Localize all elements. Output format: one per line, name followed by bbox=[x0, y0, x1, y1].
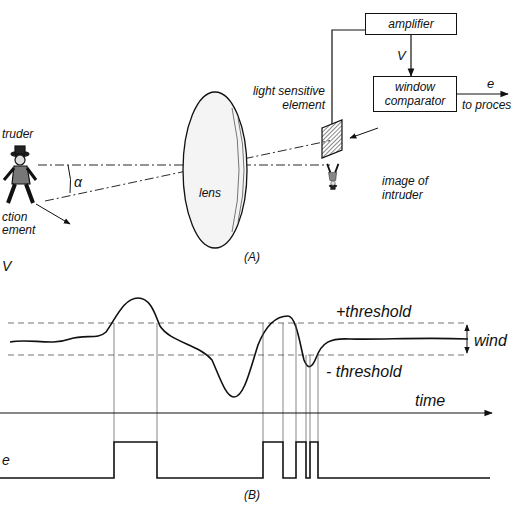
label-text: time bbox=[415, 391, 445, 410]
angle-arc bbox=[68, 165, 71, 193]
label-text: ction bbox=[2, 210, 27, 224]
box-text: window comparator bbox=[380, 80, 450, 108]
label-text: V bbox=[2, 258, 11, 275]
label-text: α bbox=[74, 174, 82, 191]
intruder-image bbox=[327, 164, 338, 190]
label-text: lens bbox=[199, 186, 221, 200]
label-text: ement bbox=[2, 223, 35, 237]
output-arrow bbox=[457, 93, 508, 94]
lens bbox=[183, 92, 247, 248]
label-text: to proces bbox=[462, 98, 511, 112]
pulse-train bbox=[0, 442, 490, 478]
label-text: wind bbox=[474, 331, 507, 350]
movement-arrow bbox=[36, 204, 70, 224]
label-text: e bbox=[2, 452, 10, 469]
process-box: window comparator bbox=[373, 76, 457, 112]
signal-curve bbox=[10, 298, 468, 397]
label-text: e bbox=[487, 76, 494, 92]
box-text: amplifier bbox=[372, 17, 450, 31]
label-text: +threshold bbox=[336, 302, 411, 321]
label-text: (B) bbox=[244, 488, 260, 502]
label-text: light sensitive element bbox=[230, 84, 325, 112]
signal-wire bbox=[332, 30, 365, 124]
pointer-arrow bbox=[350, 128, 378, 138]
projection-lines bbox=[114, 323, 318, 442]
label-text: - threshold bbox=[326, 362, 402, 381]
process-box: amplifier bbox=[365, 13, 457, 35]
time-axis bbox=[0, 412, 492, 413]
signal-name: V bbox=[397, 49, 406, 63]
label-text: truder bbox=[2, 127, 33, 141]
label-text: image of intruder bbox=[382, 174, 452, 202]
label-text: (A) bbox=[244, 250, 260, 264]
signal-connector bbox=[410, 35, 411, 76]
light-sensitive-element bbox=[322, 120, 342, 158]
intruder-figure bbox=[4, 146, 36, 203]
